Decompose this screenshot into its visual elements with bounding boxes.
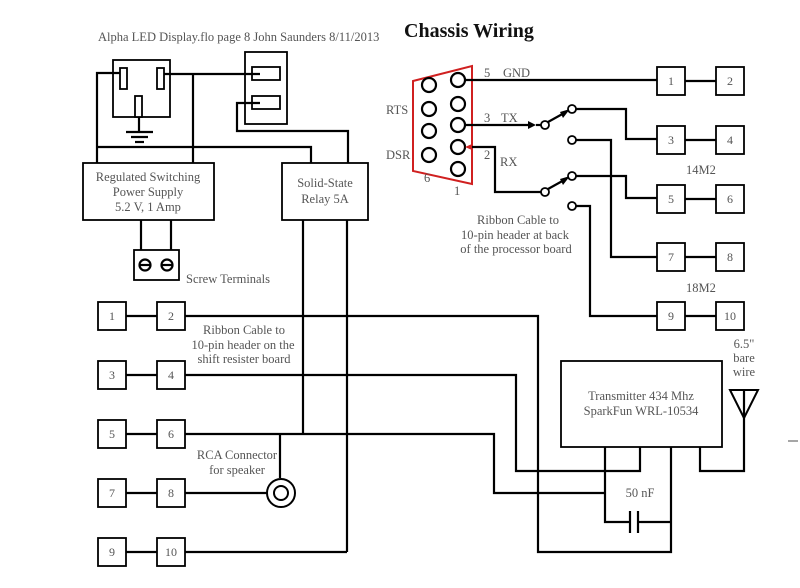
shift-register-header: 1 2 3 4 5 6 7 8 9 10	[97, 301, 186, 567]
outlet-ground-prong	[134, 95, 143, 118]
capacitor-icon	[628, 511, 641, 533]
db9-pin-6	[420, 146, 438, 164]
power-supply-line-1: Regulated Switching	[96, 170, 201, 184]
tx-arrow-icon	[528, 121, 536, 129]
ac-outlet	[112, 59, 171, 144]
rca-caption-1: RCA Connector	[197, 448, 278, 462]
switch-rx	[540, 171, 577, 211]
tx-label: TX	[501, 111, 518, 125]
proc-pin-7: 7	[668, 250, 674, 264]
proc-pin-5: 5	[668, 192, 674, 206]
rx-arrow-icon	[465, 144, 472, 150]
db9-pin-1	[449, 160, 467, 178]
screw-terminals-label: Screw Terminals	[186, 272, 270, 286]
relay-line-1: Solid-State	[297, 176, 353, 190]
proc-pin-2: 2	[727, 74, 733, 88]
outlet-prong-right	[156, 67, 165, 90]
gnd-label: GND	[503, 66, 530, 80]
transmitter-line-1: Transmitter 434 Mhz	[588, 389, 694, 403]
power-supply-line-3: 5.2 V, 1 Amp	[115, 200, 181, 214]
shift-pin-8: 8	[168, 486, 174, 500]
db9-pin-3	[449, 116, 467, 134]
pin3-label: 3	[484, 111, 490, 125]
shift-pin-5: 5	[109, 427, 115, 441]
chip-label-14m2: 14M2	[686, 163, 716, 177]
dsr-label: DSR	[386, 148, 411, 162]
processor-header: 1 2 3 4 5 6 7 8 9 10	[656, 66, 745, 331]
shift-caption-3: shift resister board	[197, 352, 291, 366]
relay-socket	[244, 51, 288, 125]
rx-label: RX	[500, 155, 517, 169]
processor-caption-3: of the processor board	[460, 242, 572, 256]
power-supply-box: Regulated Switching Power Supply 5.2 V, …	[82, 162, 215, 221]
processor-caption-2: 10-pin header at back	[461, 228, 570, 242]
db9-pin-7	[420, 122, 438, 140]
antenna-label-2: bare	[733, 351, 755, 365]
power-supply-line-2: Power Supply	[113, 185, 184, 199]
screw-icon	[138, 258, 152, 272]
chip-label-18m2: 18M2	[686, 281, 716, 295]
proc-pin-6: 6	[727, 192, 733, 206]
pin6-label: 6	[424, 171, 430, 185]
diagram-title: Chassis Wiring	[404, 20, 534, 42]
proc-pin-8: 8	[727, 250, 733, 264]
transmitter-box: Transmitter 434 Mhz SparkFun WRL-10534	[560, 360, 723, 448]
screw-terminals	[133, 249, 180, 281]
shift-pin-6: 6	[168, 427, 174, 441]
proc-pin-9: 9	[668, 309, 674, 323]
proc-pin-10: 10	[724, 309, 736, 323]
antenna-label-3: wire	[733, 365, 756, 379]
processor-caption-1: Ribbon Cable to	[477, 213, 559, 227]
db9-serial-connector	[412, 64, 473, 186]
db9-pin-4	[449, 95, 467, 113]
switch-tx	[540, 104, 577, 145]
screw-icon	[160, 258, 174, 272]
shift-pin-3: 3	[109, 368, 115, 382]
pin2-label: 2	[484, 148, 490, 162]
db9-pin-9	[420, 76, 438, 94]
proc-pin-4: 4	[727, 133, 733, 147]
proc-pin-1: 1	[668, 74, 674, 88]
shift-pin-1: 1	[109, 309, 115, 323]
document-subtitle: Alpha LED Display.flo page 8 John Saunde…	[98, 30, 379, 44]
shift-pin-2: 2	[168, 309, 174, 323]
pin5-label: 5	[484, 66, 490, 80]
rts-label: RTS	[386, 103, 408, 117]
outlet-prong-left	[119, 67, 128, 90]
shift-pin-7: 7	[109, 486, 115, 500]
ground-icon	[126, 130, 153, 144]
shift-caption-2: 10-pin header on the	[191, 338, 295, 352]
transmitter-line-2: SparkFun WRL-10534	[584, 404, 699, 418]
shift-pin-9: 9	[109, 545, 115, 559]
proc-pin-3: 3	[668, 133, 674, 147]
shift-caption-1: Ribbon Cable to	[203, 323, 285, 337]
shift-pin-4: 4	[168, 368, 174, 382]
capacitor-label: 50 nF	[626, 486, 655, 500]
db9-pin-2	[449, 138, 467, 156]
solid-state-relay-box: Solid-State Relay 5A	[281, 162, 369, 221]
antenna-label-1: 6.5"	[734, 337, 755, 351]
db9-pin-5	[449, 71, 467, 89]
rca-connector	[266, 478, 296, 508]
antenna-icon	[728, 389, 760, 421]
relay-line-2: Relay 5A	[301, 192, 349, 206]
db9-shell	[412, 64, 473, 186]
shift-pin-10: 10	[165, 545, 177, 559]
rca-caption-2: for speaker	[209, 463, 266, 477]
pin1-label: 1	[454, 184, 460, 198]
db9-pin-8	[420, 100, 438, 118]
